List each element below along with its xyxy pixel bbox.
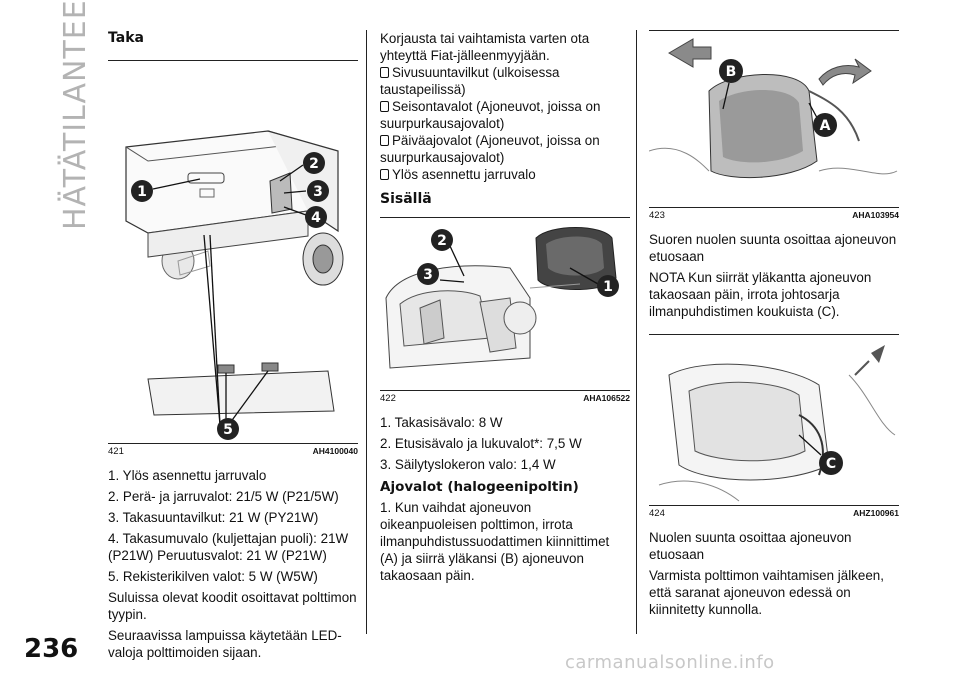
callout-C: C [819,451,843,475]
list-item: 3. Säilytyslokeron valo: 1,4 W [380,457,556,472]
svg-text:C: C [826,456,836,472]
rear-lights-illustration: 1 2 3 4 5 [125,130,344,440]
callout-5: 5 [217,418,239,440]
list-item: 5. Rekisterikilven valot: 5 W (W5W) [108,569,318,584]
callout-A: A [813,113,837,137]
section-heading-headlights: Ajovalot (halogeenipoltin) [380,479,579,495]
section-heading-rear: Taka [108,30,144,46]
figure-number: 421 [108,446,124,457]
watermark: carmanualsonline.info [565,652,775,673]
paragraph: Seuraavissa lampuissa käytetään LED-valo… [108,628,342,660]
callout-3: 3 [417,263,439,285]
svg-text:5: 5 [223,422,233,438]
bullet-item: Päiväajovalot (Ajoneuvot, joissa on suur… [380,133,600,165]
callout-2: 2 [303,152,325,174]
callout-1: 1 [597,275,619,297]
checkbox-bullet-icon [380,135,389,146]
column-divider [636,30,637,634]
callout-1: 1 [131,180,153,202]
column-middle: Korjausta tai vaihtamista varten ota yht… [380,30,630,588]
arrow-icon [871,345,885,363]
paragraph: 1. Kun vaihdat ajoneuvon oikeanpuoleisen… [380,500,610,583]
air-cleaner-illustration: B A [649,38,898,178]
list-item: 1. Takasisävalo: 8 W [380,415,503,430]
paragraph: Suoren nuolen suunta osoittaa ajoneuvon … [649,232,897,264]
svg-text:3: 3 [313,184,323,200]
bullet-item: Sivusuuntavilkut (ulkoisessa taustapeili… [380,65,560,97]
column-divider [366,30,367,634]
figure-number: 424 [649,508,665,519]
figure-caption: 421 AH4100040 [108,444,358,457]
paragraph: Korjausta tai vaihtamista varten ota yht… [380,31,590,63]
bullet-item: Seisontavalot (Ajoneuvot, joissa on suur… [380,99,601,131]
svg-text:2: 2 [437,233,447,249]
figure-interior-lights: 2 3 1 [380,217,630,391]
column-left: Taka [108,30,358,665]
page-number: 236 [24,634,79,664]
arrow-left-icon [668,38,712,68]
svg-text:2: 2 [309,156,319,172]
svg-text:A: A [820,118,831,134]
list-item: 1. Ylös asennettu jarruvalo [108,468,267,483]
callout-3: 3 [307,180,329,202]
section-side-title: HÄTÄTILANTEESSA [58,0,93,230]
checkbox-bullet-icon [380,169,389,180]
checkbox-bullet-icon [380,101,389,112]
list-item: 4. Takasumuvalo (kuljettajan puoli): 21W… [108,531,349,563]
figure-rear-lights: 1 2 3 4 5 [108,60,358,444]
figure-code: AH4100040 [312,446,358,456]
svg-text:4: 4 [311,210,321,226]
figure-caption: 422 AHA106522 [380,391,630,404]
list-item: 2. Perä- ja jarruvalot: 21/5 W (P21/5W) [108,489,339,504]
callout-4: 4 [305,206,327,228]
figure-wire-harness: C [649,334,899,506]
callout-2: 2 [431,229,453,251]
paragraph: Nuolen suunta osoittaa ajoneuvon etuosaa… [649,530,852,562]
figure-caption: 423 AHA103954 [649,208,899,221]
paragraph-note: NOTA Kun siirrät yläkantta ajoneuvon tak… [649,270,872,319]
svg-text:3: 3 [423,267,433,283]
wire-harness-illustration: C [658,345,896,502]
paragraph: Suluissa olevat koodit osoittavat poltti… [108,590,357,622]
figure-code: AHZ100961 [853,508,899,518]
figure-code: AHA103954 [852,210,899,220]
list-item: 3. Takasuuntavilkut: 21 W (PY21W) [108,510,319,525]
svg-text:1: 1 [137,184,147,200]
paragraph: Varmista polttimon vaihtamisen jälkeen, … [649,568,884,617]
callout-B: B [719,59,743,83]
section-heading-interior: Sisällä [380,191,432,207]
svg-text:1: 1 [603,279,613,295]
checkbox-bullet-icon [380,67,389,78]
svg-text:B: B [726,64,737,80]
figure-number: 422 [380,393,396,404]
column-right: B A 423 AHA103954 Suoren nuolen suunta o… [649,30,899,622]
figure-air-cleaner-cover: B A [649,30,899,208]
figure-code: AHA106522 [583,393,630,403]
figure-caption: 424 AHZ100961 [649,506,899,519]
curved-arrow-icon [818,58,872,86]
list-item: 2. Etusisävalo ja lukuvalot*: 7,5 W [380,436,582,451]
interior-lights-illustration: 2 3 1 [385,227,619,369]
figure-number: 423 [649,210,665,221]
bullet-item: Ylös asennettu jarruvalo [380,166,630,183]
